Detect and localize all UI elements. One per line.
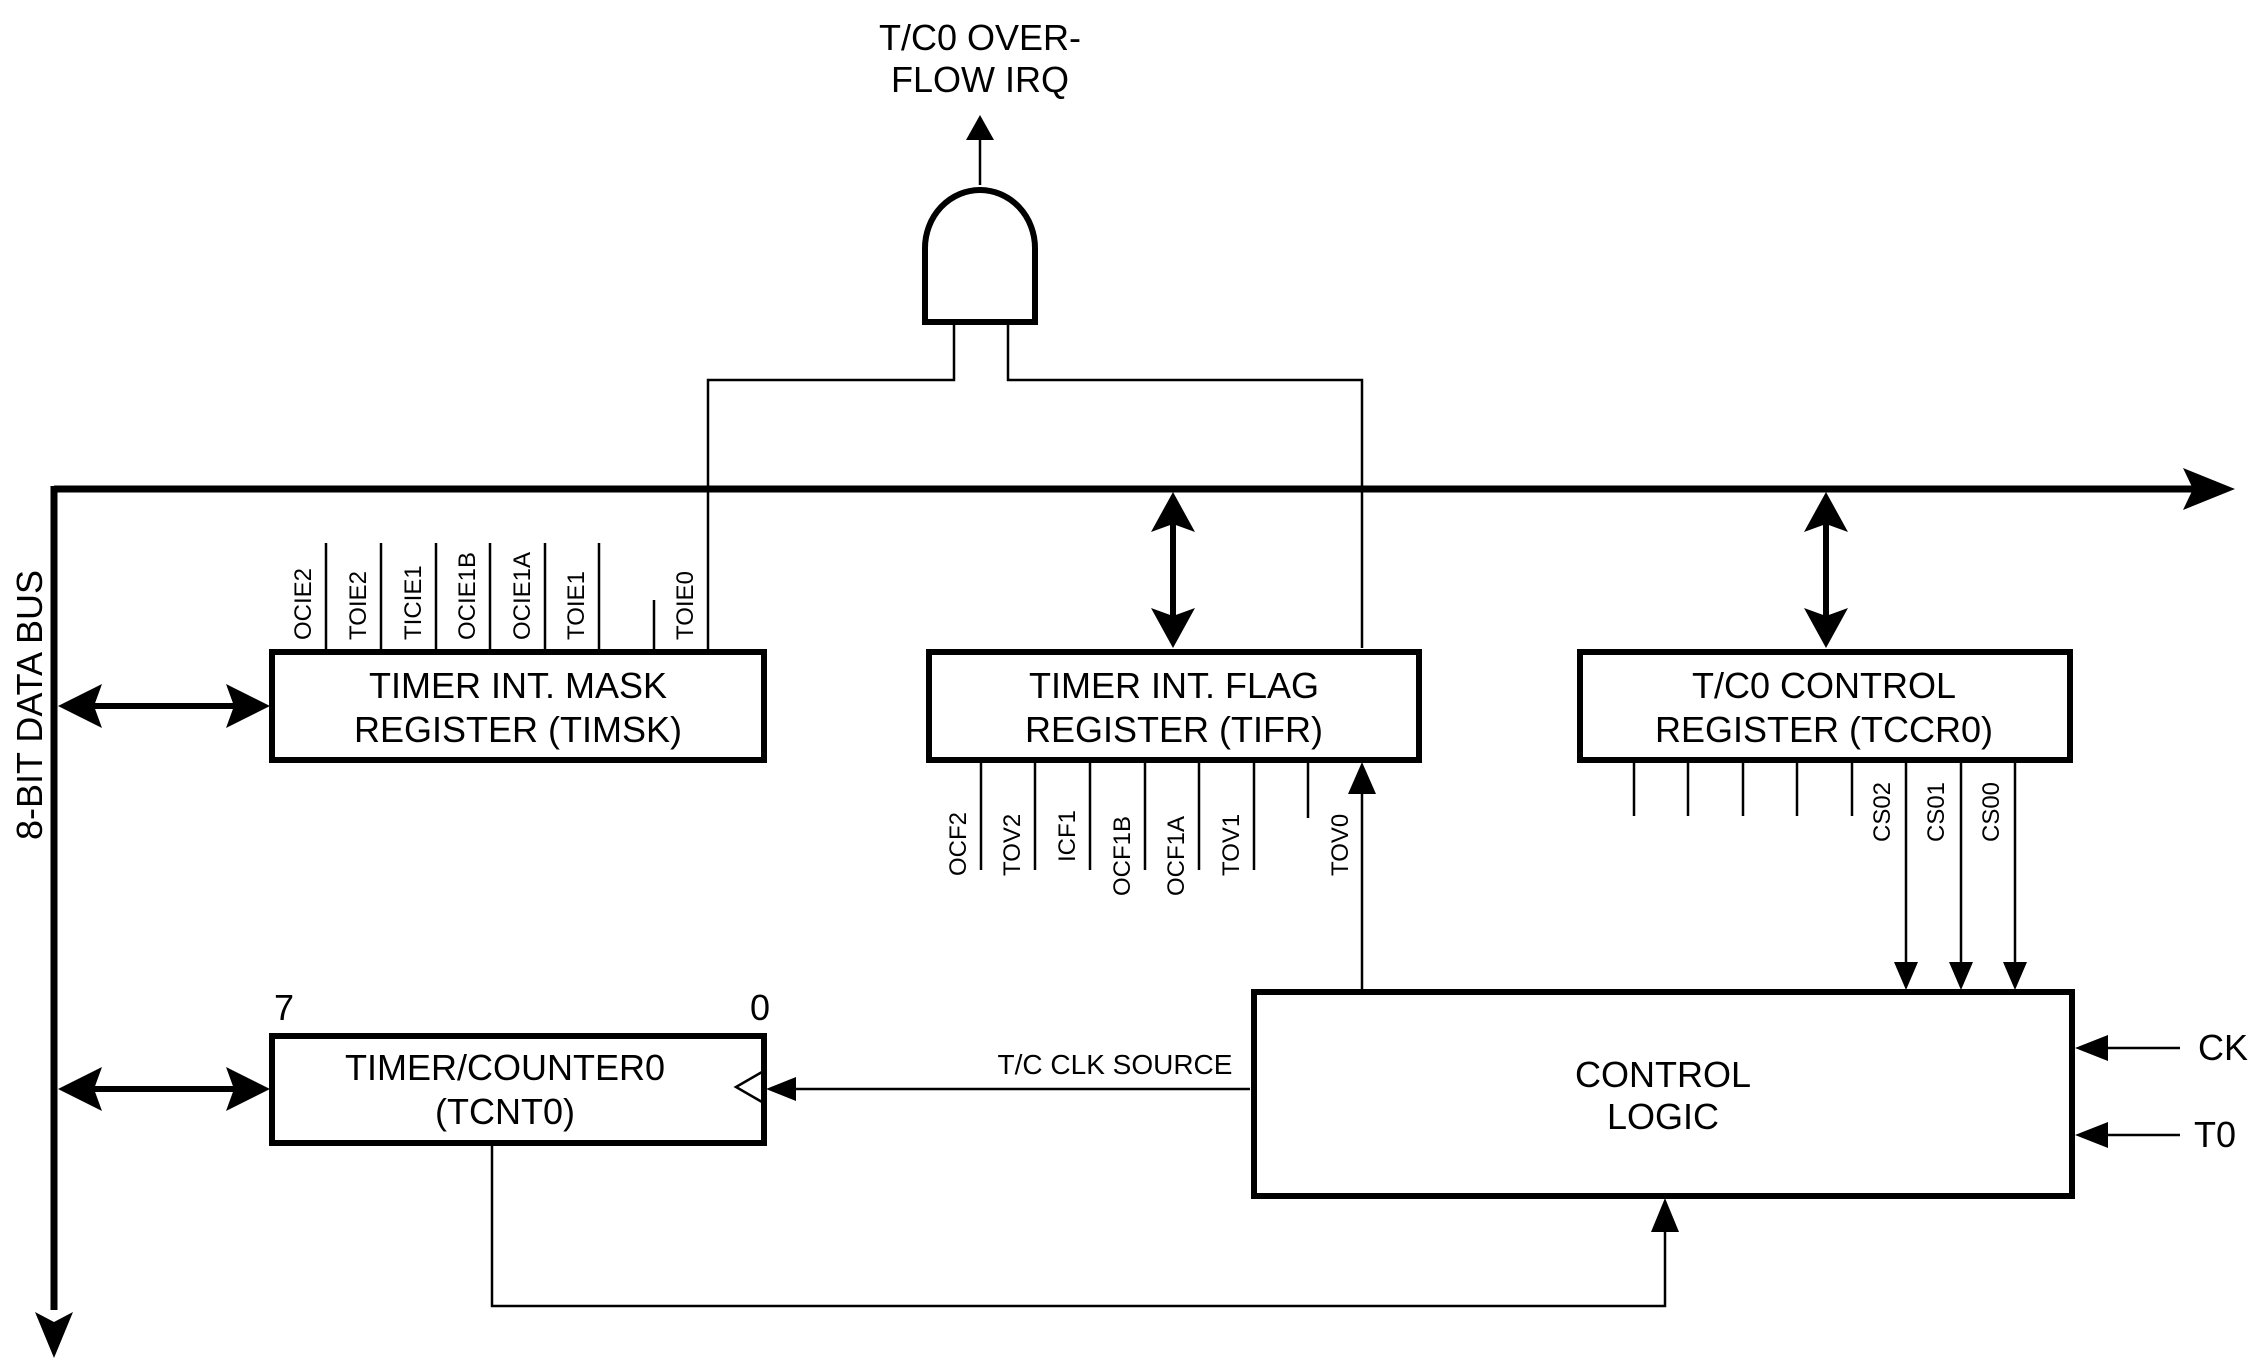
tcnt0-clock-input-triangle	[733, 1070, 763, 1104]
timsk-bit-ticie1: TICIE1	[400, 565, 427, 640]
tifr-bus-arrow	[1151, 492, 1195, 648]
control-logic-label-line2: LOGIC	[1607, 1096, 1719, 1137]
tcnt0-bus-arrow	[58, 1067, 270, 1111]
tccr0-register: T/C0 CONTROL REGISTER (TCCR0)	[1577, 649, 2073, 763]
tcnt0-msb-label: 7	[274, 987, 294, 1028]
timsk-bit-toie2: TOIE2	[345, 571, 372, 640]
data-bus-down-arrowhead	[35, 1312, 73, 1358]
irq-output-arrow	[966, 115, 994, 185]
tifr-bit-ocf2: OCF2	[945, 812, 972, 876]
tifr-bit-ticks	[979, 760, 1310, 870]
ck-input-arrow	[2075, 1035, 2180, 1061]
and-gate	[922, 187, 1038, 325]
timsk-bit-ocie1a: OCIE1A	[509, 552, 536, 640]
timsk-bit-ocie1b: OCIE1B	[454, 552, 481, 640]
tifr-register: TIMER INT. FLAG REGISTER (TIFR)	[926, 649, 1422, 763]
tifr-bit-tov0: TOV0	[1327, 814, 1354, 876]
tcnt0-lsb-label: 0	[750, 987, 770, 1028]
timsk-bit-ocie2: OCIE2	[290, 568, 317, 640]
tccr0-bit-ticks	[1632, 760, 1854, 816]
irq-label-line1: T/C0 OVER-	[879, 17, 1081, 58]
control-logic-label-line1: CONTROL	[1575, 1054, 1751, 1095]
tccr0-bit-cs00: CS00	[1978, 782, 2005, 842]
data-bus-label: 8-BIT DATA BUS	[9, 570, 50, 840]
tcnt0-label-line1: TIMER/COUNTER0	[345, 1047, 665, 1088]
t0-input-arrow	[2075, 1122, 2180, 1148]
timsk-bit-ticks	[324, 543, 656, 652]
tccr0-bit-cs01: CS01	[1923, 782, 1950, 842]
tifr-label-line2: REGISTER (TIFR)	[1025, 709, 1323, 750]
tifr-bit-ocf1a: OCF1A	[1163, 816, 1190, 896]
irq-label-line2: FLOW IRQ	[891, 59, 1069, 100]
timsk-register: TIMER INT. MASK REGISTER (TIMSK)	[269, 649, 767, 763]
ck-input-label: CK	[2198, 1027, 2248, 1068]
tccr0-label-line2: REGISTER (TCCR0)	[1655, 709, 1993, 750]
t0-input-label: T0	[2194, 1114, 2236, 1155]
tccr0-label-line1: T/C0 CONTROL	[1692, 665, 1956, 706]
tccr0-bus-arrow	[1804, 492, 1848, 648]
tcnt0-feedback-wire	[490, 1143, 1679, 1308]
timsk-label-line2: REGISTER (TIMSK)	[354, 709, 682, 750]
control-logic-block: CONTROL LOGIC	[1251, 989, 2075, 1199]
clk-source-arrow	[766, 1077, 1250, 1101]
tifr-bit-tov1: TOV1	[1218, 814, 1245, 876]
clock-select-arrows	[1894, 760, 2027, 990]
data-bus-right-arrowhead	[2183, 468, 2235, 510]
timsk-bit-toie0: TOIE0	[672, 571, 699, 640]
tifr-label-line1: TIMER INT. FLAG	[1029, 665, 1319, 706]
timsk-bus-arrow	[58, 684, 270, 728]
tifr-bit-tov2: TOV2	[999, 814, 1026, 876]
tcnt0-label-line2: (TCNT0)	[435, 1091, 575, 1132]
tifr-bit-icf1: ICF1	[1054, 810, 1081, 862]
clk-source-label: T/C CLK SOURCE	[998, 1049, 1233, 1080]
gate-input-tov0-wire	[1006, 324, 1364, 648]
tifr-bit-ocf1b: OCF1B	[1109, 816, 1136, 896]
timsk-label-line1: TIMER INT. MASK	[369, 665, 667, 706]
tccr0-bit-cs02: CS02	[1869, 782, 1896, 842]
tcnt0-register: TIMER/COUNTER0 (TCNT0)	[269, 1033, 767, 1146]
timsk-bit-toie1: TOIE1	[563, 571, 590, 640]
gate-input-toie0-wire	[706, 324, 956, 652]
tov0-set-arrow	[1348, 762, 1376, 990]
